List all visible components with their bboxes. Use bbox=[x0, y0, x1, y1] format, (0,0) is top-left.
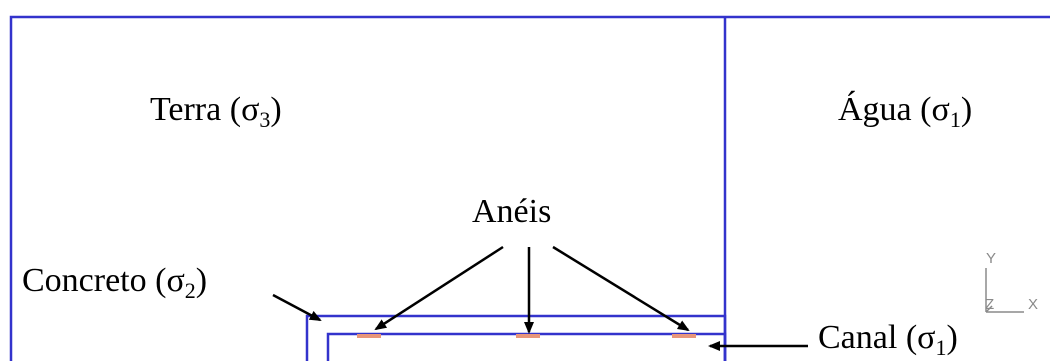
arrow-concreto bbox=[272, 293, 322, 322]
axis-triad: Y Z X bbox=[985, 250, 1038, 313]
label-aneis: Anéis bbox=[472, 193, 551, 230]
label-concreto: Concreto (σ2) bbox=[22, 262, 207, 303]
agua-sigma-sub: 1 bbox=[950, 107, 961, 132]
agua-sigma: σ bbox=[931, 91, 949, 128]
arrows bbox=[272, 245, 808, 351]
label-agua: Água (σ1) bbox=[838, 91, 972, 132]
label-terra: Terra (σ3) bbox=[150, 91, 282, 132]
concreto-sigma-sub: 2 bbox=[185, 278, 196, 303]
concrete-boundary bbox=[305, 314, 727, 361]
label-canal: Canal (σ1) bbox=[818, 319, 958, 360]
canal-sigma: σ bbox=[917, 319, 935, 356]
boundaries bbox=[9, 15, 1050, 361]
terra-name: Terra bbox=[150, 91, 221, 128]
arrow-aneis-right bbox=[552, 245, 690, 332]
outer-boundary bbox=[9, 15, 1050, 361]
agua-name: Água bbox=[838, 91, 912, 128]
terra-sigma-sub: 3 bbox=[259, 107, 270, 132]
concreto-name: Concreto bbox=[22, 262, 147, 299]
channel-boundary bbox=[326, 332, 727, 361]
canal-sigma-sub: 1 bbox=[935, 335, 946, 360]
concreto-sigma: σ bbox=[166, 262, 184, 299]
terra-sigma: σ bbox=[241, 91, 259, 128]
axis-y-label: Y bbox=[986, 250, 996, 267]
canal-name: Canal bbox=[818, 319, 897, 356]
axis-z-line bbox=[985, 305, 993, 313]
axis-z-label: Z bbox=[985, 296, 994, 313]
axis-x-label: X bbox=[1028, 296, 1038, 313]
arrow-aneis-left bbox=[374, 245, 504, 331]
